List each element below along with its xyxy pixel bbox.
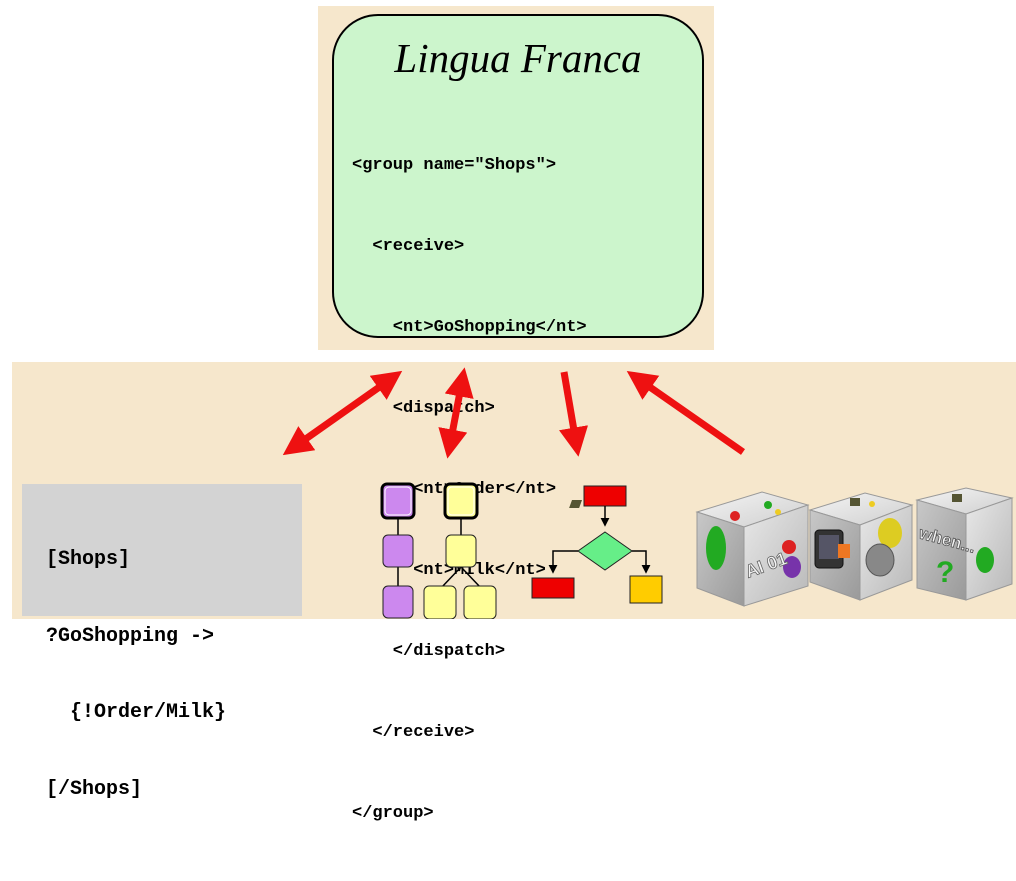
- code-line: <group name="Shops">: [352, 156, 557, 175]
- flowchart-icon: [531, 485, 663, 604]
- code-line: <receive>: [352, 237, 465, 256]
- arrows: [282, 367, 746, 459]
- code-line: <nt>GoShopping</nt>: [352, 318, 587, 337]
- cube-icon: AI 01 when... ?: [569, 487, 1014, 607]
- rule-line: ?GoShopping ->: [46, 624, 215, 648]
- rule-line: [Shops]: [46, 548, 131, 571]
- bidirectional-arrow-icon: [438, 367, 474, 459]
- rule-line: {!Order/Milk}: [46, 701, 227, 724]
- question-mark-icon: ?: [936, 556, 954, 589]
- rule-line: [/Shops]: [46, 777, 143, 801]
- code-line: </dispatch>: [352, 642, 506, 661]
- arrow-icon: [559, 371, 589, 457]
- code-line: </group>: [352, 804, 434, 823]
- arrow-icon: [626, 370, 746, 455]
- bidirectional-arrow-icon: [282, 370, 403, 456]
- code-line: </receive>: [352, 723, 475, 742]
- diagram-graphics: AI 01 when... ?: [282, 367, 1014, 619]
- hierarchy-tree-icon: [380, 482, 497, 619]
- code-line: <nt>Milk</nt>: [352, 561, 546, 580]
- lingua-franca-title: Lingua Franca: [394, 35, 642, 81]
